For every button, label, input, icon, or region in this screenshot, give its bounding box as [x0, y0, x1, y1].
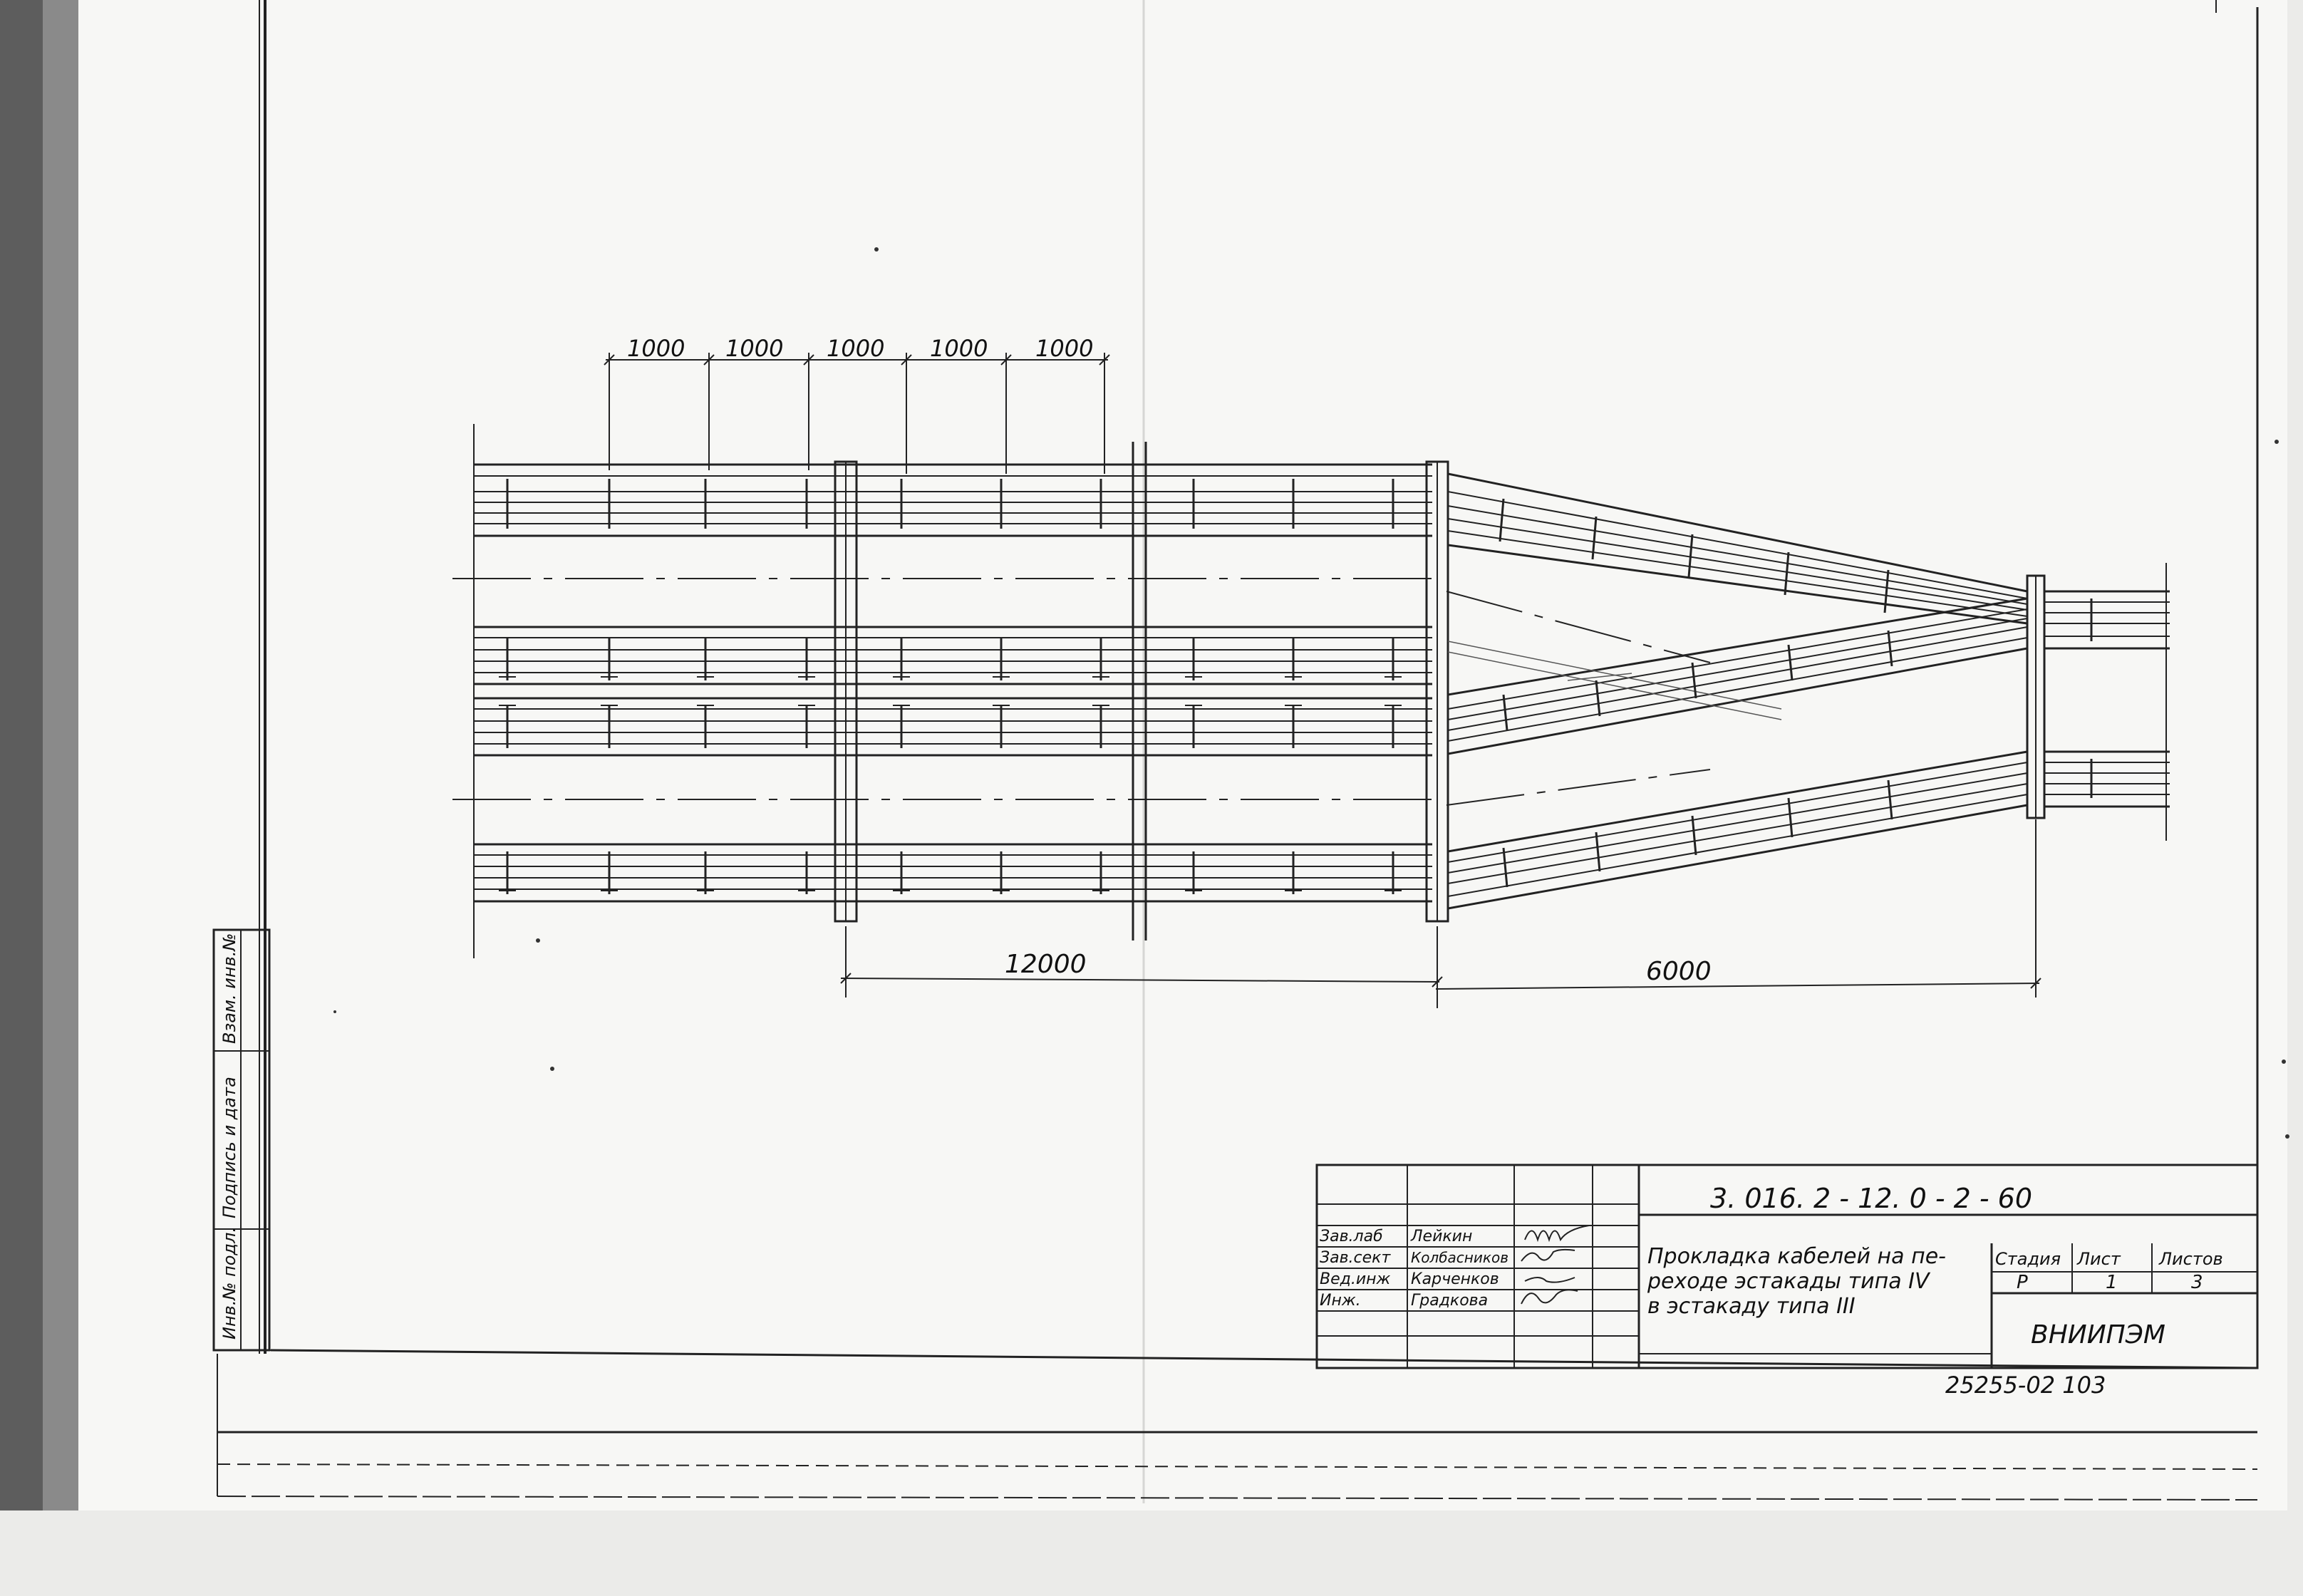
- role-head-lab: Зав.лаб: [1320, 1228, 1383, 1245]
- diverging-tray-lower: [1447, 750, 2028, 910]
- diverging-tray-upper: [1447, 472, 2028, 625]
- name-2: Колбасников: [1411, 1249, 1508, 1266]
- sheets-value: 3: [2191, 1272, 2203, 1293]
- sheet-label: Лист: [2076, 1249, 2121, 1269]
- dim-top-2: 1000: [725, 335, 783, 362]
- top-dimension-chain: [604, 353, 1110, 474]
- dim-top-1: 1000: [627, 335, 685, 362]
- name-1: Лейкин: [1410, 1228, 1472, 1245]
- cable-tray-2: [474, 626, 1432, 685]
- sheets-label: Листов: [2158, 1249, 2223, 1269]
- tray-supports: [506, 479, 2093, 894]
- cable-tray-4: [474, 843, 1432, 903]
- cable-tray-1: [474, 463, 1432, 537]
- role-head-sector: Зав.сект: [1320, 1249, 1391, 1267]
- stage-label: Стадия: [1995, 1249, 2061, 1269]
- trestle-columns: [834, 442, 2046, 940]
- signatures: [1521, 1225, 1590, 1305]
- dim-top-3: 1000: [827, 335, 884, 362]
- stamp-replace-label: Взам. инв.№: [219, 933, 239, 1044]
- role-lead-engineer: Вед.инж: [1320, 1270, 1391, 1288]
- dim-bottom-12000: 12000: [1005, 950, 1087, 979]
- organization: ВНИИПЭМ: [2031, 1320, 2165, 1349]
- name-4: Градкова: [1411, 1292, 1488, 1310]
- diverging-tray-middle: [1447, 597, 2028, 755]
- margin-stamp: Инв.№ подл. Подпись и дата Взам. инв.№: [212, 928, 271, 1352]
- name-3: Карченков: [1411, 1270, 1499, 1288]
- cable-tray-3: [474, 697, 1432, 757]
- stamp-inv-label: Инв.№ подл.: [219, 1227, 239, 1340]
- dim-top-4: 1000: [930, 335, 988, 362]
- bottom-dimension-line: [840, 819, 2041, 1008]
- title-block: [1315, 1164, 2259, 1369]
- title-line-1: Прокладка кабелей на пе-: [1647, 1244, 1946, 1269]
- narrow-tray-right: [2044, 563, 2170, 841]
- drawing-code: 3. 016. 2 - 12. 0 - 2 - 60: [1710, 1183, 2032, 1214]
- stage-value: Р: [2017, 1272, 2028, 1293]
- title-line-3: в эстакаду типа III: [1647, 1294, 1856, 1319]
- sheet-value: 1: [2106, 1272, 2118, 1293]
- trestle-plan: [452, 424, 2170, 958]
- archive-number: 25255-02 103: [1945, 1372, 2106, 1399]
- drawing-frame: [217, 0, 2259, 1501]
- dim-bottom-6000: 6000: [1646, 957, 1712, 986]
- role-engineer: Инж.: [1320, 1292, 1361, 1310]
- title-line-2: реходе эстакады типа IV: [1647, 1269, 1931, 1294]
- stamp-signature-label: Подпись и дата: [219, 1077, 239, 1218]
- dim-top-5: 1000: [1035, 335, 1093, 362]
- axis-lines: [452, 578, 1711, 806]
